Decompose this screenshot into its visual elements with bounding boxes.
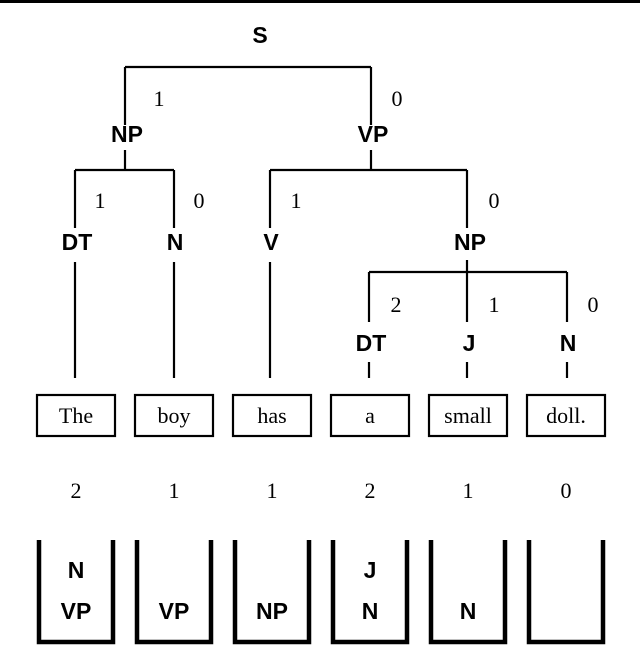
stack-container <box>526 540 606 645</box>
edge-number-n2: 0 <box>588 292 599 317</box>
stack-container <box>330 540 410 645</box>
word-number: 1 <box>169 478 180 503</box>
stack-item: N <box>460 598 477 624</box>
word-box <box>525 393 607 438</box>
stack-container <box>134 540 214 645</box>
root-label: S <box>252 22 267 48</box>
edge-number-v: 1 <box>291 188 302 213</box>
stack-item: N <box>362 598 379 624</box>
node-np2: NP <box>454 229 486 255</box>
edge-number-vp: 0 <box>392 86 403 111</box>
word-box <box>35 393 117 438</box>
edge-number-dt: 1 <box>95 188 106 213</box>
node-vp: VP <box>358 121 389 147</box>
node-dt2: DT <box>356 330 387 356</box>
word-boxes <box>35 393 607 438</box>
vp-branches <box>268 150 469 228</box>
node-n: N <box>167 229 184 255</box>
word-number: 0 <box>561 478 572 503</box>
node-j: J <box>463 330 476 356</box>
edge-number-np2: 0 <box>489 188 500 213</box>
node-v: V <box>263 229 279 255</box>
stack-item: N <box>68 557 85 583</box>
edge-number-n: 0 <box>194 188 205 213</box>
stack-item: NP <box>256 598 288 624</box>
word-text: The <box>59 403 93 428</box>
word-box <box>231 393 313 438</box>
stack-container <box>36 540 116 645</box>
word-text: has <box>257 403 286 428</box>
word-box <box>329 393 411 438</box>
word-number: 2 <box>71 478 82 503</box>
word-number: 2 <box>365 478 376 503</box>
stack-item: J <box>364 557 377 583</box>
word-box <box>133 393 215 438</box>
np-branches <box>73 150 176 228</box>
stack-item: VP <box>159 598 190 624</box>
word-text: boy <box>158 403 191 428</box>
leaf-lines <box>73 262 272 378</box>
stack-item: VP <box>61 598 92 624</box>
root-branches <box>123 65 373 125</box>
stack-container <box>232 540 312 645</box>
node-np: NP <box>111 121 143 147</box>
word-number: 1 <box>267 478 278 503</box>
np2-branches <box>367 260 569 322</box>
stacks <box>36 540 606 645</box>
stack-container <box>428 540 508 645</box>
edge-number-np: 1 <box>154 86 165 111</box>
edge-number-j: 1 <box>489 292 500 317</box>
word-text: small <box>444 403 492 428</box>
word-text: doll. <box>546 403 586 428</box>
node-dt: DT <box>62 229 93 255</box>
word-box <box>427 393 509 438</box>
leaf-ticks <box>367 362 569 378</box>
edge-number-dt2: 2 <box>391 292 402 317</box>
node-n2: N <box>560 330 577 356</box>
word-text: a <box>365 403 375 428</box>
word-number: 1 <box>463 478 474 503</box>
